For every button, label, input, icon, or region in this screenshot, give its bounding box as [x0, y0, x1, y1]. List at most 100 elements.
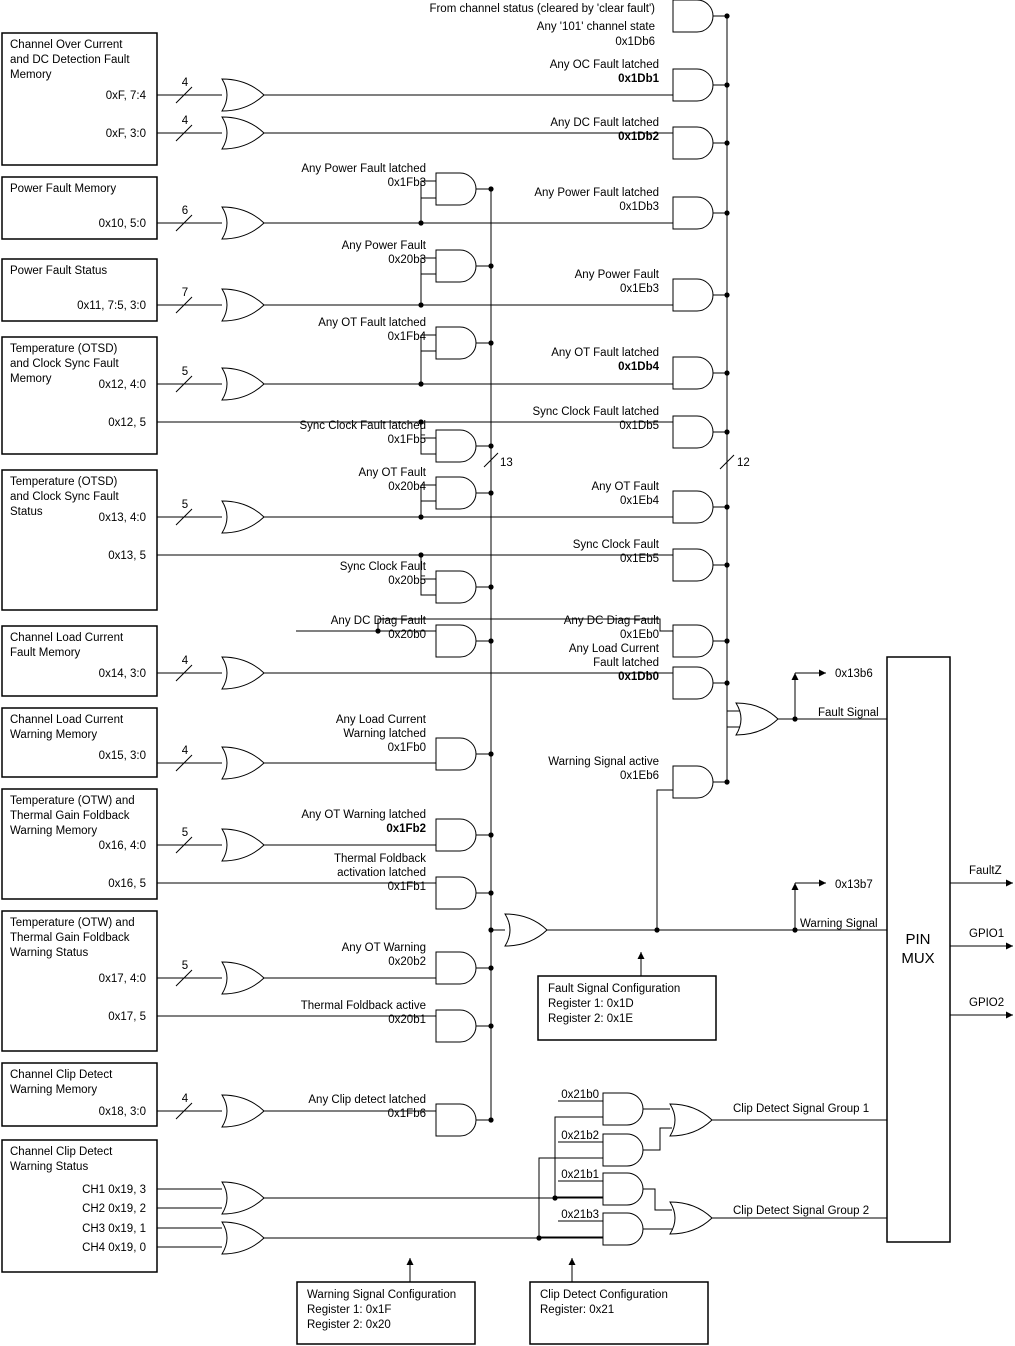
register-box — [1, 176, 158, 240]
junction-dot — [488, 638, 494, 644]
register-title: Thermal Gain Foldback — [10, 932, 130, 944]
warning-source-label: Any OT Warning latched — [301, 809, 426, 821]
arrowhead — [819, 669, 826, 677]
fault-register-label: 0x1Eb5 — [620, 553, 659, 565]
fault-source-label: Any Power Fault latched — [534, 187, 659, 199]
register-title: Channel Over Current — [10, 39, 123, 51]
register-field: 0x10, 5:0 — [99, 218, 146, 230]
fault-source-label: Sync Clock Fault — [573, 539, 660, 551]
bus-width-label: 4 — [182, 115, 189, 127]
junction-dot — [488, 832, 494, 838]
fault-source-label: Any DC Diag Fault — [564, 615, 660, 627]
wire — [420, 197, 436, 223]
register-title: Memory — [10, 69, 52, 81]
fault-enable-and-gate — [672, 196, 714, 230]
wire — [538, 1157, 603, 1238]
junction-dot — [552, 1195, 558, 1201]
warning-register-label: 0x1Fb4 — [388, 331, 427, 343]
warning-register-label: 0x1Fb6 — [388, 1108, 426, 1120]
warning-source-label: Any Clip detect latched — [308, 1094, 426, 1106]
register-title: Status — [10, 506, 43, 518]
register-field: 0x13, 5 — [108, 550, 146, 562]
fault-register-label: 0x1Eb6 — [620, 770, 659, 782]
bus-width-label: 12 — [737, 457, 750, 469]
junction-dot — [654, 927, 660, 933]
register-title: Warning Memory — [10, 825, 97, 837]
register-title: Power Fault Status — [10, 265, 107, 277]
wire — [175, 754, 193, 772]
warning-source-label: Any OT Fault — [358, 467, 426, 479]
register-field: 0x18, 3:0 — [99, 1106, 146, 1118]
clip-register-label: 0x21b1 — [561, 1169, 599, 1181]
warning-enable-and-gate — [435, 326, 477, 360]
warning-enable-and-gate — [435, 249, 477, 283]
register-field: 0x13, 4:0 — [99, 512, 146, 524]
register-title: and Clock Sync Fault — [10, 358, 119, 370]
fault-enable-and-gate — [672, 68, 714, 102]
warning-register-label: 0x20b3 — [388, 254, 426, 266]
warning-enable-and-gate — [435, 737, 477, 771]
configuration-title: Fault Signal Configuration — [548, 983, 680, 995]
register-title: and Clock Sync Fault — [10, 491, 119, 503]
wire — [175, 969, 193, 987]
warning-source-label: Any Power Fault latched — [301, 163, 426, 175]
junction-dot — [488, 186, 494, 192]
wire — [175, 836, 193, 854]
bus-or-gate — [221, 288, 265, 322]
warning-register-label: 0x1Fb2 — [386, 823, 426, 835]
warning-signal-label: Warning Signal — [800, 918, 878, 930]
wire — [643, 1188, 672, 1211]
junction-dot — [418, 381, 424, 387]
bus-width-label: 4 — [182, 745, 189, 757]
wire — [175, 664, 193, 682]
fault-register-label: 0x1Db3 — [619, 201, 659, 213]
fault-source-label: Any OT Fault latched — [551, 347, 659, 359]
register-field: 0x15, 3:0 — [99, 750, 146, 762]
register-title: Temperature (OTSD) — [10, 476, 118, 488]
warning-enable-and-gate — [435, 1103, 477, 1137]
junction-dot — [488, 890, 494, 896]
wire — [656, 789, 673, 930]
register-title: Power Fault Memory — [10, 183, 116, 195]
bus-or-gate — [221, 367, 265, 401]
junction-dot — [724, 140, 730, 146]
warning-enable-and-gate — [435, 172, 477, 206]
wire — [175, 296, 193, 314]
pin-mux-output-label: GPIO2 — [969, 997, 1004, 1009]
register-title: Warning Status — [10, 947, 88, 959]
fault-source-label: Any OT Fault — [591, 481, 659, 493]
junction-dot — [418, 302, 424, 308]
clip-group-or-gate — [669, 1201, 713, 1235]
arrowhead — [568, 1258, 576, 1265]
clip-group-and-gate — [602, 1172, 644, 1206]
register-title: Temperature (OTW) and — [10, 795, 135, 807]
bus-or-gate — [221, 828, 265, 862]
bus-width-label: 5 — [182, 827, 188, 839]
configuration-register: Register: 0x21 — [540, 1304, 614, 1316]
bus-or-gate — [221, 500, 265, 534]
fault-enable-and-gate — [672, 278, 714, 312]
warning-enable-and-gate — [435, 951, 477, 985]
warning-enable-and-gate — [435, 624, 477, 658]
bus-width-label: 5 — [182, 366, 188, 378]
register-field: 0x12, 4:0 — [99, 379, 146, 391]
wire — [420, 273, 436, 305]
junction-dot — [724, 680, 730, 686]
register-title: Memory — [10, 373, 52, 385]
junction-dot — [724, 82, 730, 88]
junction-dot — [724, 504, 730, 510]
junction-dot — [488, 584, 494, 590]
register-field: CH2 0x19, 2 — [82, 1203, 146, 1215]
fault-enable-and-gate — [672, 415, 714, 449]
junction-dot — [724, 13, 730, 19]
register-title: Thermal Gain Foldback — [10, 810, 130, 822]
register-field: 0x16, 5 — [108, 878, 146, 890]
wire — [726, 700, 740, 712]
warning-source-label: Warning latched — [343, 728, 426, 740]
junction-dot — [792, 716, 798, 722]
junction-dot — [418, 419, 424, 425]
junction-dot — [488, 965, 494, 971]
warning-source-label: Any OT Warning — [342, 942, 426, 954]
